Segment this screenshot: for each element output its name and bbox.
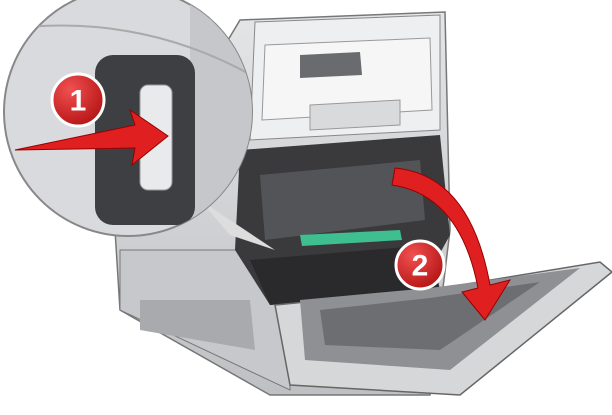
- magnified-callout: 1: [3, 0, 275, 250]
- step-2-badge: 2: [394, 239, 446, 291]
- step-1-badge: 1: [50, 72, 106, 128]
- step-2-number: 2: [412, 250, 429, 283]
- open-door-arrow-icon: [391, 167, 512, 321]
- step-1-number: 1: [70, 85, 87, 118]
- toner-handle[interactable]: [300, 230, 402, 246]
- push-arrow-icon: [14, 108, 169, 167]
